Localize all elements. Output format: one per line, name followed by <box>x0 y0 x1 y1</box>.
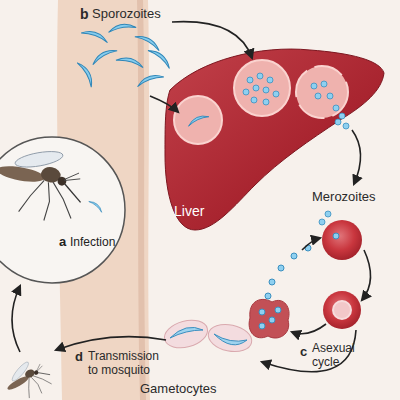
stage-label: Merozoites <box>312 190 376 205</box>
arrow <box>352 130 361 184</box>
sporozoite <box>108 22 137 32</box>
merozoite <box>275 307 281 313</box>
node-label: Infection <box>70 236 115 250</box>
sporozoites-group <box>77 22 173 87</box>
liver-organ: Liver <box>160 45 386 235</box>
mosquito-feeding <box>0 353 56 400</box>
callout-letter: c <box>300 345 307 360</box>
transmission-arrow <box>56 337 166 350</box>
bursting-red-blood-cell <box>249 299 289 338</box>
node-label: Liver <box>174 203 204 219</box>
sporozoite <box>77 60 96 87</box>
arrow <box>12 286 20 352</box>
liver-outline <box>165 49 384 230</box>
callout-letter: b <box>80 6 89 22</box>
stage-label: Sporozoites <box>92 7 161 22</box>
node-shape <box>0 135 127 285</box>
merozoite <box>278 265 284 271</box>
inset-circle-outline <box>0 137 125 283</box>
merozoite <box>269 279 275 285</box>
gametocytes-group <box>161 316 254 356</box>
gametocyte-cell <box>161 316 210 353</box>
arrow <box>172 22 252 58</box>
ring-stage <box>333 301 351 319</box>
sporozoite <box>136 72 164 87</box>
sporozoite <box>116 55 144 68</box>
red-blood-cells <box>249 220 362 338</box>
infected-red-blood-cell <box>323 291 361 329</box>
merozoite <box>269 317 275 323</box>
stage-label: Transmission to mosquito <box>88 350 172 378</box>
inset-circle: a Infection <box>0 135 127 285</box>
sporozoite <box>135 32 162 51</box>
callout-letter: a <box>59 235 66 250</box>
leg-shading <box>140 0 143 400</box>
arrow <box>302 238 320 250</box>
merozoite <box>333 233 339 239</box>
callout-letter: d <box>75 350 83 365</box>
merozoite <box>265 293 271 299</box>
sporozoite <box>81 28 109 43</box>
merozoite <box>259 323 265 329</box>
red-blood-cell <box>322 220 362 260</box>
arrow <box>292 324 326 334</box>
gametocyte <box>170 327 203 338</box>
merozoite <box>291 253 297 259</box>
sporozoite <box>90 46 117 65</box>
sporozoite <box>148 46 173 68</box>
stage-label: Asexual cycle <box>312 342 364 370</box>
stage-label: Gametocytes <box>140 382 217 397</box>
arrow <box>362 250 371 300</box>
merozoite <box>305 245 311 251</box>
gametocyte <box>214 334 247 345</box>
gametocyte-cell <box>206 321 254 356</box>
merozoite <box>259 309 265 315</box>
